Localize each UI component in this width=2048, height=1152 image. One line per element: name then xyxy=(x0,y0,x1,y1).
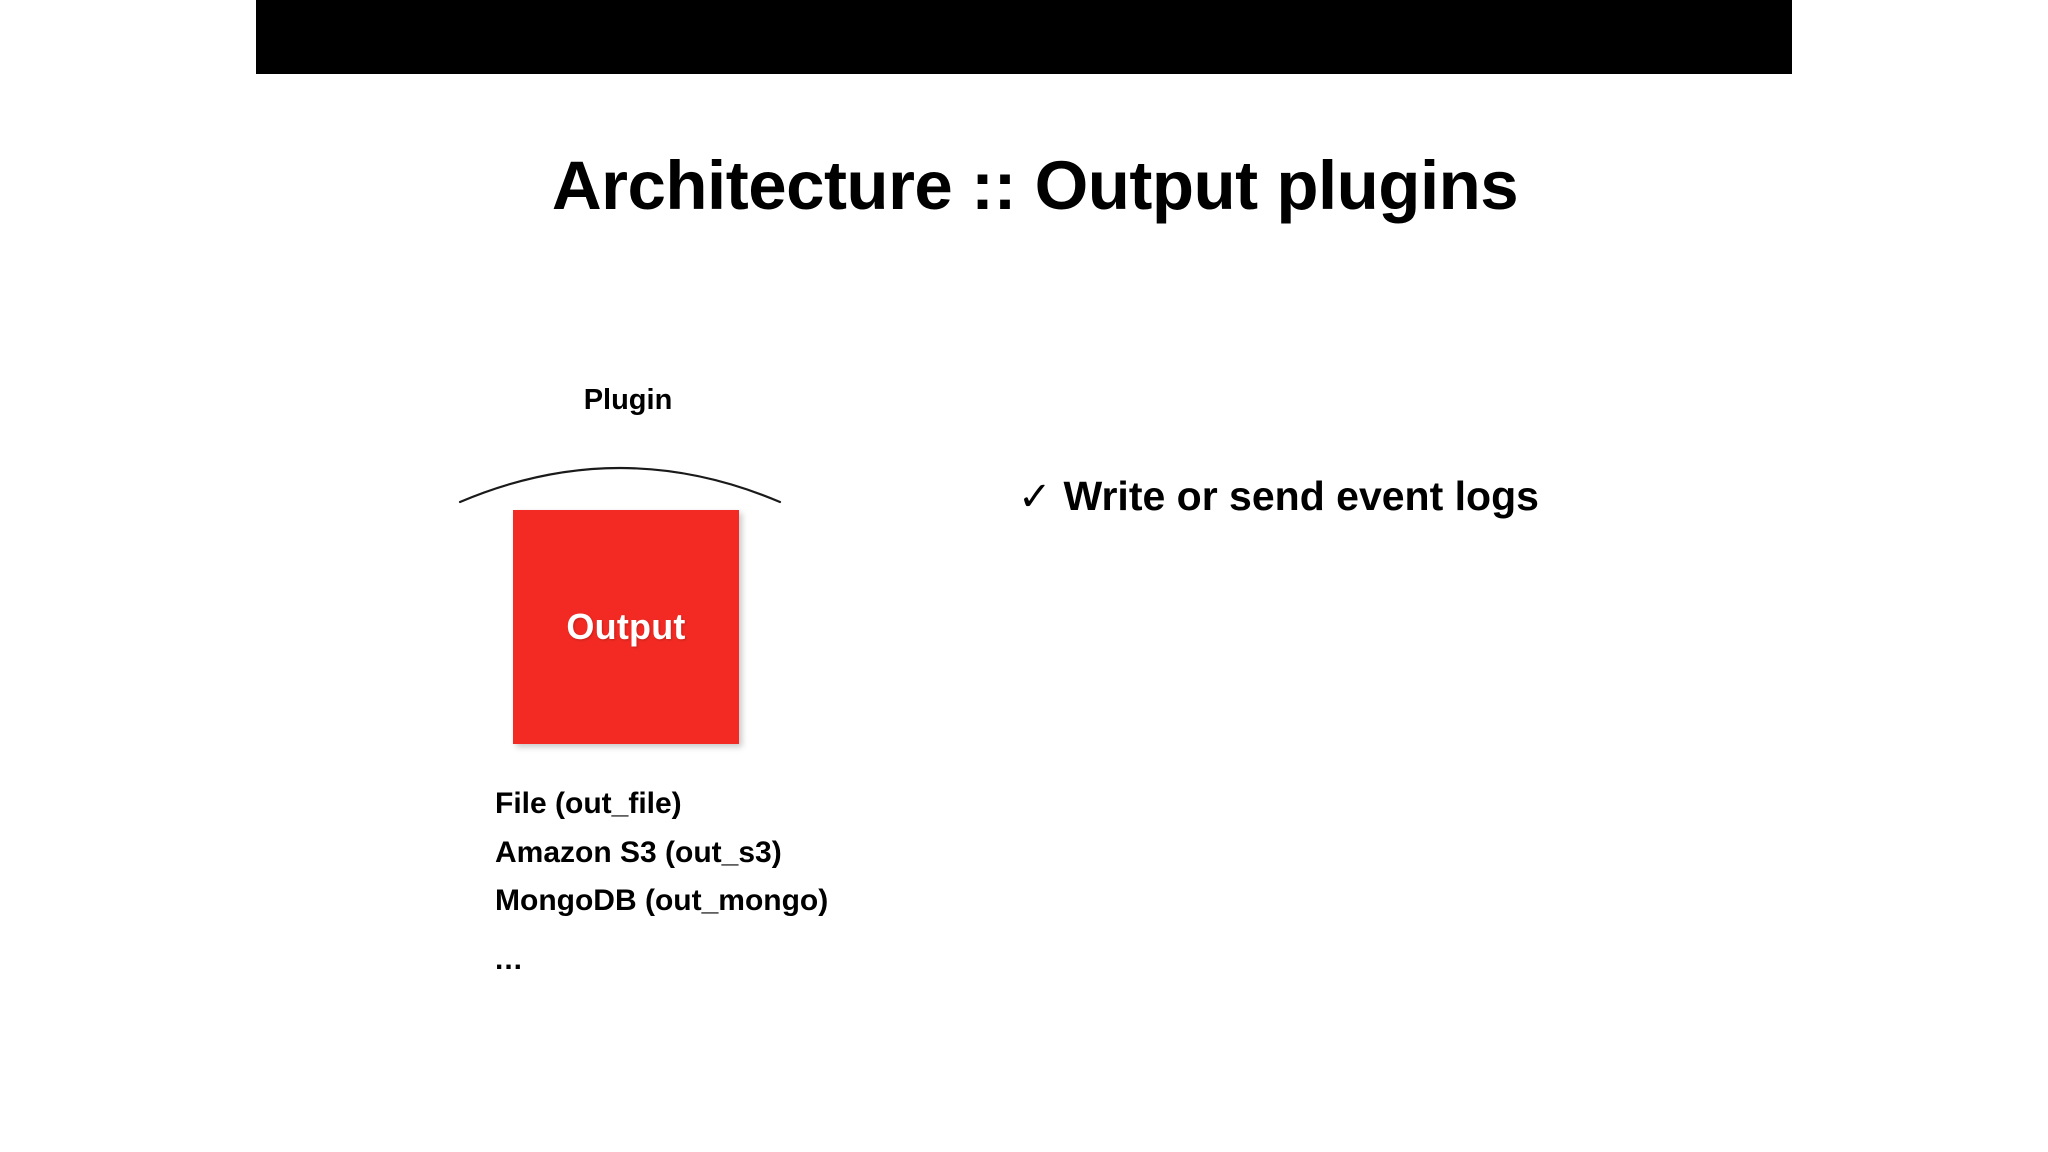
output-plugin-diagram: Plugin Output File (out_file) Amazon S3 … xyxy=(0,0,1000,1152)
output-box-label: Output xyxy=(566,606,686,647)
check-icon: ✓ xyxy=(1018,475,1052,519)
bullet-item-label: Write or send event logs xyxy=(1063,473,1539,519)
output-plugin-box: Output xyxy=(513,510,739,744)
bullet-list: ✓ Write or send event logs xyxy=(1018,470,1978,523)
list-item: Amazon S3 (out_s3) xyxy=(495,835,782,869)
top-banner-bar xyxy=(256,0,1792,74)
plugin-bracket-label: Plugin xyxy=(583,384,673,416)
bullet-item: ✓ Write or send event logs xyxy=(1018,470,1978,523)
page-title: Architecture :: Output plugins xyxy=(551,147,1519,224)
plugin-example-list: File (out_file) Amazon S3 (out_s3) Mongo… xyxy=(495,780,1015,984)
list-item: File (out_file) xyxy=(495,787,682,820)
list-item: MongoDB (out_mongo) xyxy=(495,884,829,918)
list-item: ... xyxy=(495,942,524,976)
arc-bracket-icon xyxy=(458,466,782,504)
